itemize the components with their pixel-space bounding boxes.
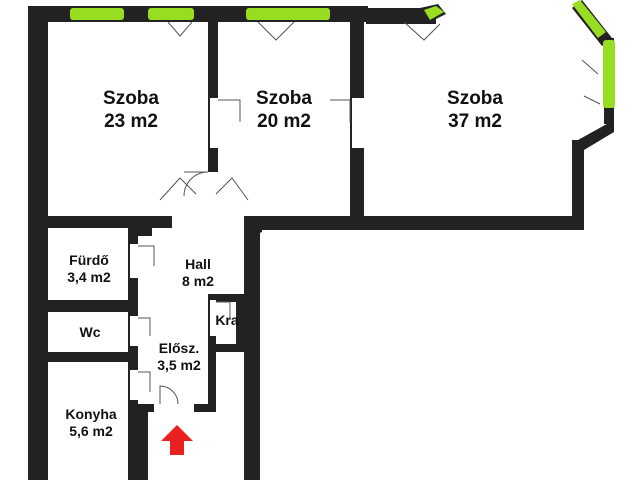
room-szoba-3-name: Szoba — [447, 88, 503, 109]
room-kamra-name: Kra — [215, 312, 239, 328]
room-furdo-area: 3,4 m2 — [67, 268, 111, 285]
entrance-arrow-icon — [161, 425, 193, 455]
windows — [70, 0, 615, 108]
room-szoba-3-area: 37 m2 — [448, 110, 502, 132]
room-kamra: Kra — [210, 312, 244, 329]
window-room2 — [246, 8, 330, 20]
room-hall-name: Hall — [185, 256, 211, 272]
room-eloszoba-name: Elősz. — [158, 340, 200, 356]
room-wc: Wc — [60, 324, 120, 341]
room-szoba-1-area: 23 m2 — [104, 110, 158, 132]
door-swings — [138, 21, 601, 405]
room-konyha-area: 5,6 m2 — [69, 422, 113, 439]
window-room1-left — [70, 8, 124, 20]
room-szoba-2-name: Szoba — [256, 88, 312, 109]
room-szoba-1-name: Szoba — [103, 88, 159, 109]
room-konyha-name: Konyha — [65, 406, 117, 422]
openings — [130, 98, 364, 412]
room-szoba-2-area: 20 m2 — [257, 110, 311, 132]
window-corner — [424, 6, 444, 20]
room-szoba-1: Szoba 23 m2 — [76, 88, 186, 134]
room-eloszoba: Elősz. 3,5 m2 — [148, 340, 210, 374]
room-szoba-3: Szoba 37 m2 — [420, 88, 530, 134]
window-bay-top — [572, 0, 606, 38]
room-wc-name: Wc — [79, 324, 101, 340]
room-hall-area: 8 m2 — [182, 272, 214, 289]
window-bay-right — [603, 40, 615, 108]
room-szoba-2: Szoba 20 m2 — [234, 88, 334, 134]
room-furdo-name: Fürdő — [69, 252, 109, 268]
walls — [28, 0, 614, 480]
room-eloszoba-area: 3,5 m2 — [157, 356, 201, 373]
window-room1-right — [148, 8, 194, 20]
room-hall: Hall 8 m2 — [170, 256, 226, 290]
room-konyha: Konyha 5,6 m2 — [54, 406, 128, 440]
room-furdo: Fürdő 3,4 m2 — [52, 252, 126, 286]
